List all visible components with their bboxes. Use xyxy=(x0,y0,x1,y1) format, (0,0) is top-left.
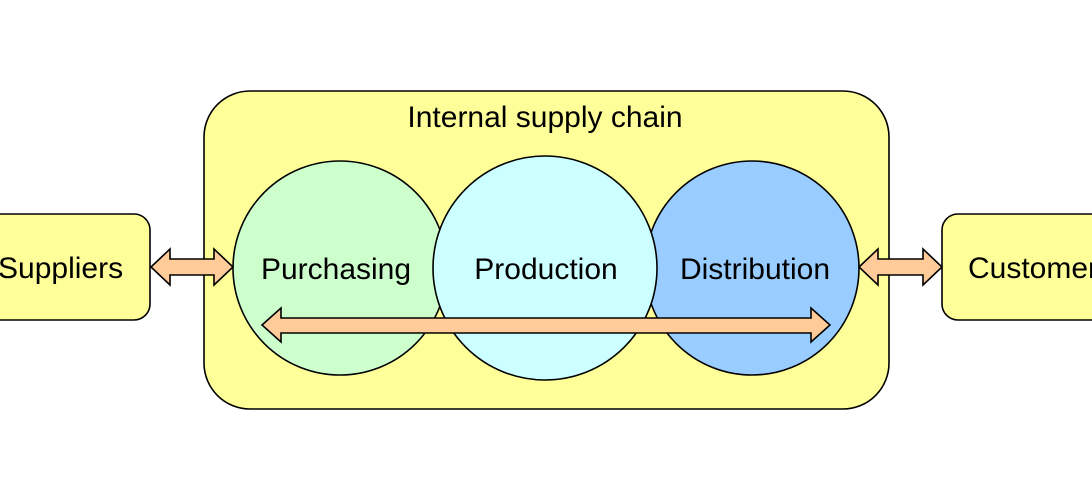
purchasing-label: Purchasing xyxy=(261,253,411,286)
production-label: Production xyxy=(474,253,617,286)
suppliers-label: Suppliers xyxy=(0,252,123,285)
internal-supply-chain-title: Internal supply chain xyxy=(407,101,682,134)
customers-label: Customers xyxy=(968,252,1092,285)
suppliers-purchasing-double-arrow xyxy=(149,247,235,287)
distribution-label: Distribution xyxy=(680,253,830,286)
internal-chain-double-arrow xyxy=(260,306,832,344)
distribution-customers-double-arrow xyxy=(857,247,944,287)
